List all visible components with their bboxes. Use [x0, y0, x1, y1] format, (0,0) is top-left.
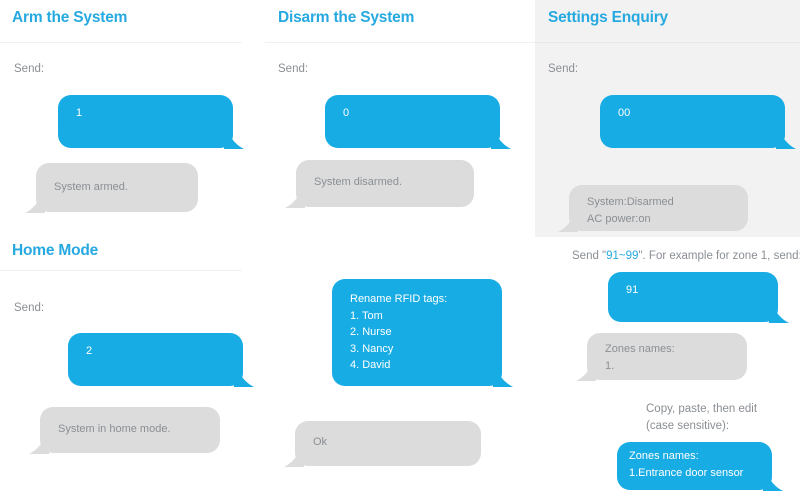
bubble-sent-home-mode-text: 2 — [86, 345, 93, 357]
bubble-sent-settings-text: 00 — [618, 107, 631, 119]
zones-instruction-pre: Send " — [572, 250, 607, 262]
heading-arm-the-system: Arm the System — [12, 9, 128, 26]
bubble-sent-disarm-text: 0 — [343, 107, 350, 119]
bubble-tail-right-icon — [224, 129, 246, 149]
heading-home-mode: Home Mode — [12, 242, 99, 259]
bubble-reply-arm-text: System armed. — [54, 181, 128, 193]
bubble-reply-arm: System armed. — [25, 163, 198, 213]
bubble-tail-right-icon — [491, 129, 513, 149]
divider-home-mode — [0, 270, 242, 271]
bubble-tail-left-icon — [27, 434, 49, 454]
bubble-tail-left-icon — [556, 212, 578, 232]
send-label-home-mode: Send: — [14, 302, 45, 314]
bubble-tail-left-icon — [574, 361, 596, 381]
zones-instruction-range: 91~99 — [606, 250, 639, 262]
bubble-sent-disarm: 0 — [325, 95, 511, 149]
bubble-sent-zone-query: 91 — [608, 272, 789, 323]
bubble-sent-rfid-tags-text: Rename RFID tags: 1. Tom 2. Nurse 3. Nan… — [350, 293, 448, 371]
zones-edit-note: Copy, paste, then edit (case sensitive): — [646, 403, 758, 432]
bubble-tail-right-icon — [493, 367, 515, 387]
bubble-sent-home-mode: 2 — [68, 333, 254, 387]
bubble-sent-zone-query-text: 91 — [626, 284, 639, 296]
bubble-reply-rfid-ok: Ok — [284, 421, 481, 467]
bubble-tail-left-icon — [283, 188, 305, 208]
bubble-reply-rfid-ok-text: Ok — [313, 436, 328, 448]
divider-arm — [0, 42, 242, 43]
send-label-settings: Send: — [548, 63, 579, 75]
bubble-tail-left-icon — [23, 193, 45, 213]
bubble-sent-arm-text: 1 — [76, 107, 83, 119]
bubble-reply-disarm-text: System disarmed. — [314, 176, 403, 188]
heading-disarm-the-system: Disarm the System — [278, 9, 415, 26]
zones-instruction-post: ". For example for zone 1, send: — [638, 250, 800, 262]
bubble-reply-settings-text: System:Disarmed AC power:on — [587, 196, 674, 225]
column-disarm — [268, 0, 535, 500]
bubble-tail-left-icon — [282, 447, 304, 467]
send-label-arm: Send: — [14, 63, 45, 75]
bubble-reply-home-mode: System in home mode. — [29, 407, 220, 454]
bubble-tail-right-icon — [763, 471, 785, 491]
bubble-tail-right-icon — [234, 367, 256, 387]
bubble-reply-zone-names-text: Zones names: 1. — [605, 343, 675, 372]
send-label-disarm: Send: — [278, 63, 309, 75]
bubble-sent-rfid-tags: Rename RFID tags: 1. Tom 2. Nurse 3. Nan… — [332, 279, 513, 387]
bubble-reply-settings: System:Disarmed AC power:on — [558, 185, 748, 232]
bubble-reply-home-mode-text: System in home mode. — [58, 423, 171, 435]
divider-disarm — [265, 42, 535, 43]
heading-settings-enquiry: Settings Enquiry — [548, 9, 668, 26]
bubble-tail-right-icon — [769, 303, 791, 323]
bubble-sent-settings: 00 — [600, 95, 796, 149]
bubble-tail-right-icon — [776, 129, 798, 149]
zones-instruction: Send "91~99". For example for zone 1, se… — [572, 249, 800, 264]
bubble-sent-arm: 1 — [58, 95, 244, 149]
bubble-reply-disarm: System disarmed. — [285, 160, 474, 208]
bubble-sent-zone-rename-text: Zones names: 1.Entrance door sensor — [629, 450, 744, 479]
divider-settings — [535, 42, 800, 43]
bubble-reply-zone-names: Zones names: 1. — [576, 333, 747, 381]
bubble-sent-zone-rename: Zones names: 1.Entrance door sensor — [617, 442, 783, 491]
